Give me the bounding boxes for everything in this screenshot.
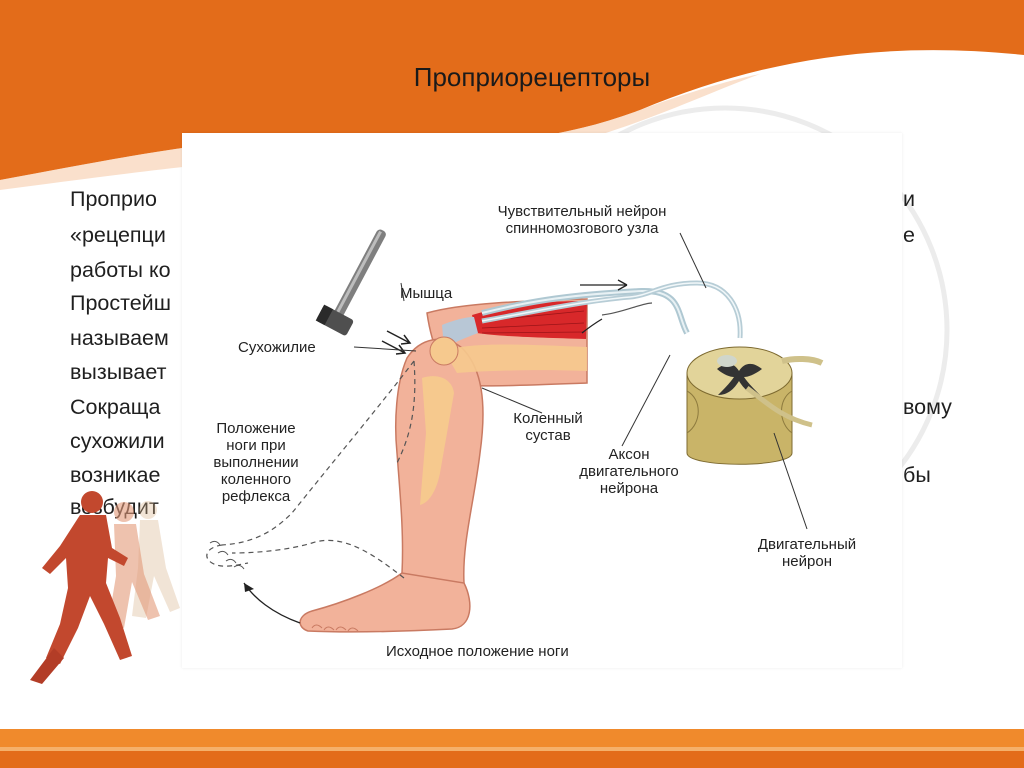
grey-matter	[717, 363, 762, 395]
body-line-2: «рецепци	[70, 223, 166, 247]
body-line-1: Проприо	[70, 187, 157, 211]
body-line-8: сухожили	[70, 429, 165, 453]
label-motor-neuron: Двигательный нейрон	[757, 536, 857, 570]
tibia-bone	[420, 376, 454, 505]
running-anatomy-figures	[30, 491, 180, 684]
body-line-2-end: е	[903, 223, 915, 247]
reflex-foot-outline	[209, 540, 245, 570]
toes	[311, 624, 359, 632]
patella	[429, 336, 459, 366]
slide-title: Проприорецепторы	[413, 62, 651, 92]
label-muscle: Мышца	[400, 285, 453, 302]
reflex-diagram-panel: Чувствительный нейрон спинномозгового уз…	[182, 133, 902, 668]
label-initial-leg-position: Исходное положение ноги	[386, 643, 569, 660]
footer-bottom	[0, 751, 1024, 768]
knee-reflex-diagram	[206, 229, 824, 633]
nerve-fibers	[481, 280, 743, 339]
ventral-root	[745, 386, 813, 428]
body-line-9: возникае	[70, 463, 161, 487]
label-knee-joint: Коленный сустав	[513, 410, 583, 444]
label-sensory-neuron: Чувствительный нейрон спинномозгового уз…	[497, 203, 667, 237]
body-line-9-end: бы	[903, 463, 931, 487]
label-leg-position-reflex: Положение ноги при выполнении коленного …	[213, 420, 299, 505]
body-line-7-end: вому	[903, 395, 952, 419]
label-tendon: Сухожилие	[238, 339, 316, 356]
spinal-cord-segment	[686, 346, 824, 465]
footer-bar	[0, 729, 1024, 747]
body-line-6: вызывает	[70, 360, 167, 384]
body-line-5: называем	[70, 326, 169, 350]
label-leader-lines	[353, 232, 808, 530]
impact-arrows	[381, 330, 412, 355]
footer-stripe	[0, 747, 1024, 751]
femur-bone	[444, 344, 587, 373]
reflex-hammer	[315, 229, 386, 336]
runner-torso	[42, 515, 132, 664]
dorsal-root-ganglion	[781, 355, 824, 366]
body-line-4: Простейш	[70, 291, 171, 315]
body-line-1-end: и	[903, 187, 916, 211]
body-line-7: Сокраща	[70, 395, 161, 419]
foot	[299, 572, 471, 633]
reflex-leg-outline	[206, 360, 416, 579]
signal-arrows	[580, 279, 628, 334]
label-motor-axon: Аксон двигательного нейрона	[579, 446, 679, 497]
body-line-3: работы ко	[70, 258, 171, 282]
